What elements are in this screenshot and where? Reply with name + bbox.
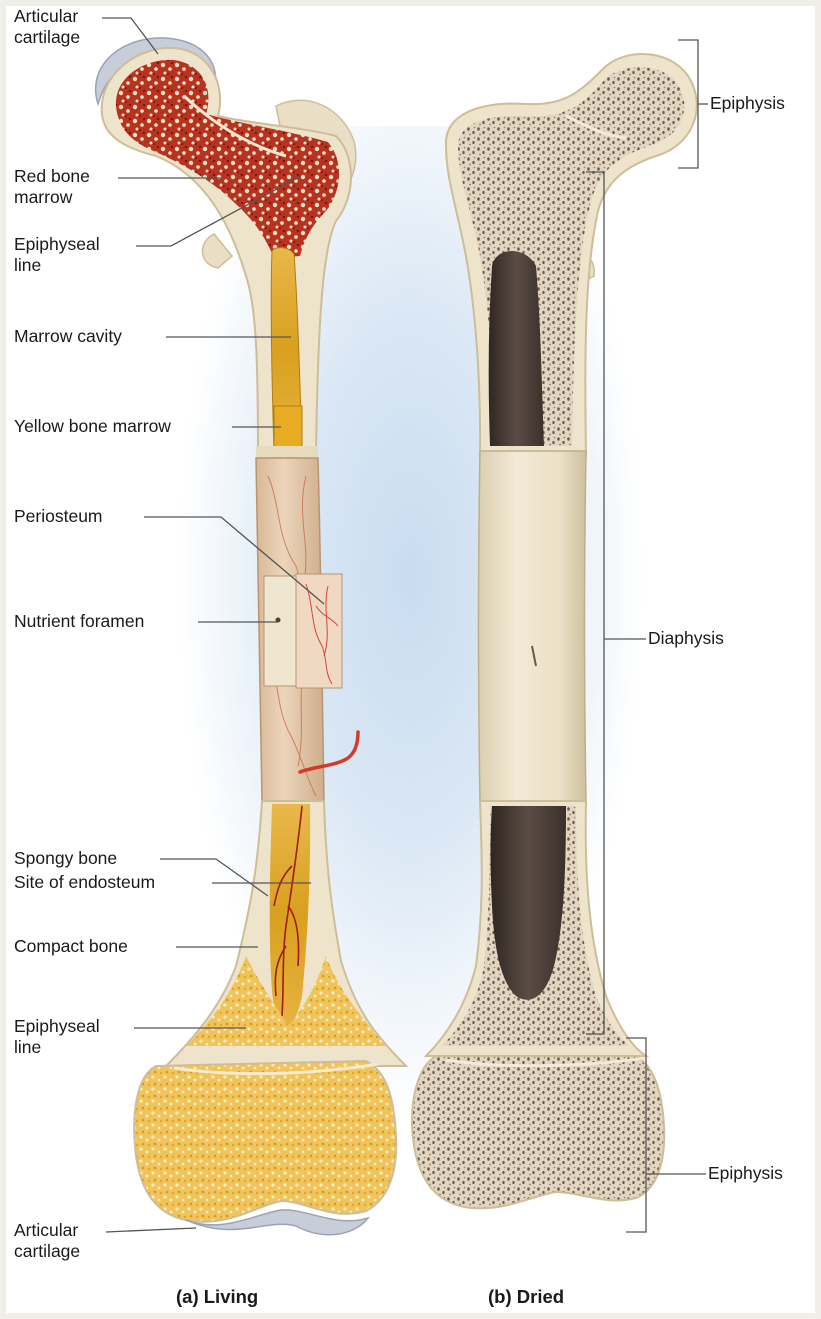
- label-red-bone-marrow: Red bone marrow: [14, 166, 90, 208]
- periosteum-flap: [296, 574, 342, 688]
- label-site-of-endosteum: Site of endosteum: [14, 872, 155, 893]
- label-periosteum: Periosteum: [14, 506, 103, 527]
- label-articular-cartilage-top: Articular cartilage: [14, 6, 80, 48]
- label-compact-bone: Compact bone: [14, 936, 128, 957]
- leader-articular-bottom: [106, 1228, 196, 1232]
- shaft-upper: [256, 446, 318, 458]
- label-epiphyseal-line-bottom: Epiphyseal line: [14, 1016, 100, 1058]
- caption-living: (a) Living: [176, 1286, 258, 1308]
- diagram-frame: Articular cartilage Red bone marrow Epip…: [6, 6, 815, 1313]
- label-marrow-cavity: Marrow cavity: [14, 326, 122, 347]
- label-articular-cartilage-bottom: Articular cartilage: [14, 1220, 80, 1262]
- label-epiphysis-top: Epiphysis: [710, 93, 785, 114]
- distal-epiphysis: [134, 1061, 396, 1222]
- label-nutrient-foramen: Nutrient foramen: [14, 611, 144, 632]
- label-spongy-bone: Spongy bone: [14, 848, 117, 869]
- label-epiphysis-bottom: Epiphysis: [708, 1163, 783, 1184]
- living-bone: [96, 38, 406, 1235]
- cutaway-window: [264, 576, 296, 686]
- yellow-bone-marrow-plug: [274, 406, 302, 451]
- dried-upper-cavity: [489, 251, 544, 446]
- label-yellow-bone-marrow: Yellow bone marrow: [14, 416, 171, 437]
- label-diaphysis: Diaphysis: [648, 628, 724, 649]
- bone-anatomy-diagram: [6, 6, 815, 1313]
- dried-distal-epiphysis: [412, 1056, 664, 1208]
- lesser-trochanter: [202, 234, 232, 268]
- caption-dried: (b) Dried: [488, 1286, 564, 1308]
- dried-shaft: [479, 451, 587, 801]
- label-epiphyseal-line-top: Epiphyseal line: [14, 234, 100, 276]
